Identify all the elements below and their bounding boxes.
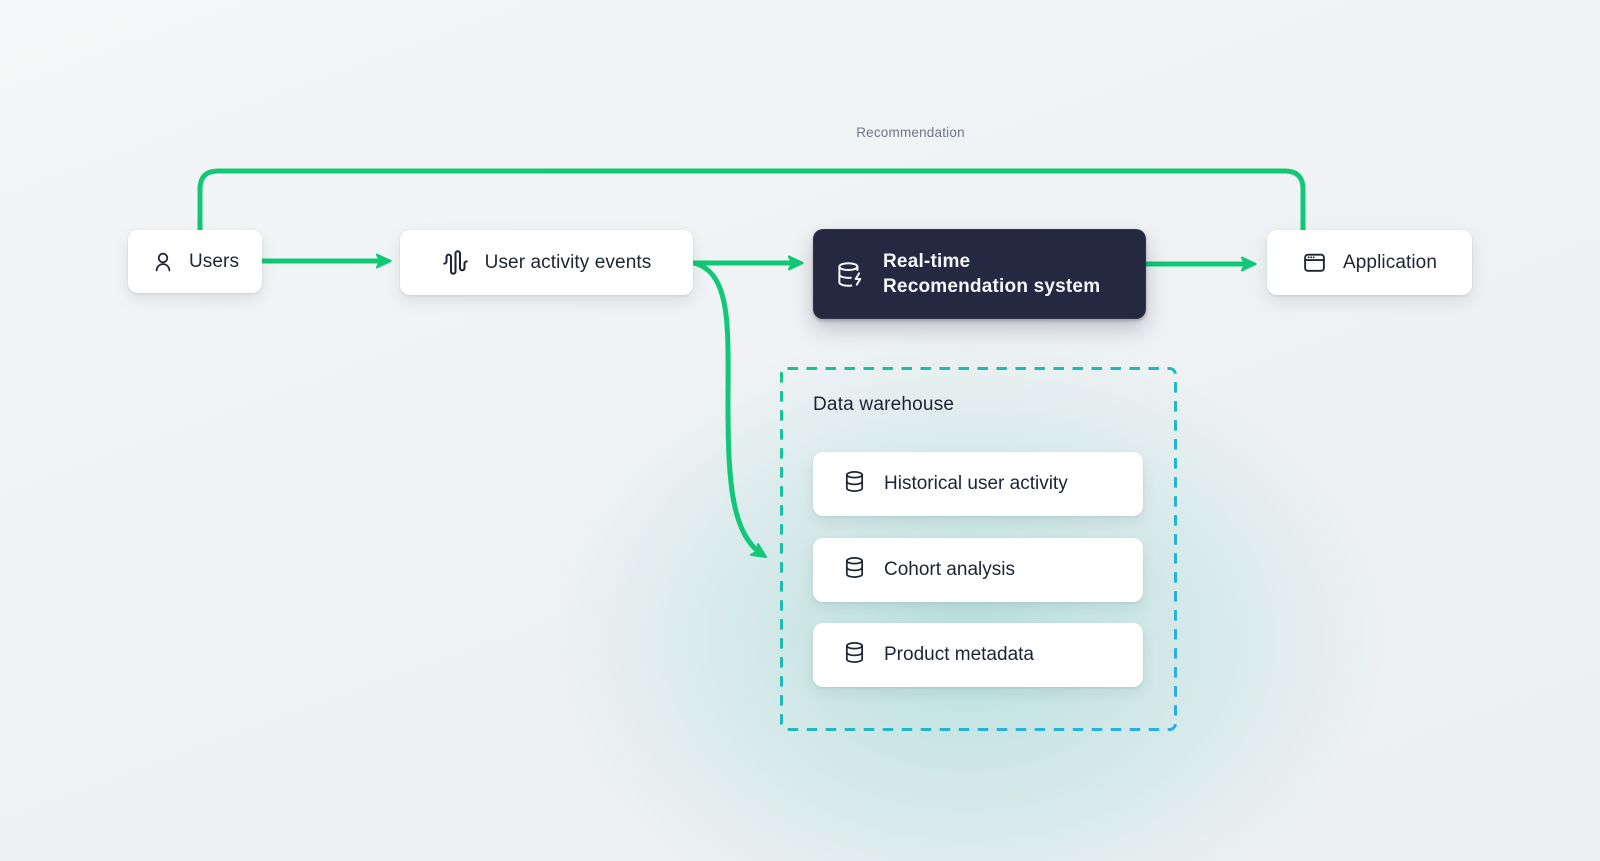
node-product-metadata: Product metadata [813, 623, 1143, 687]
node-cohort-analysis-label: Cohort analysis [884, 559, 1015, 580]
database-icon [843, 641, 866, 670]
node-users-label: Users [188, 250, 240, 272]
node-cohort-analysis: Cohort analysis [813, 538, 1143, 602]
node-realtime-recommendation-system: Real-time Recomendation system [813, 229, 1146, 319]
node-user-activity-events: User activity events [400, 230, 693, 295]
recommendation-loop-label: Recommendation [856, 125, 965, 140]
recommendation-loop-connector [197, 168, 1306, 234]
data-warehouse-group: Data warehouse Historical user activity … [780, 367, 1177, 731]
node-product-metadata-label: Product metadata [884, 644, 1034, 665]
node-user-activity-events-label: User activity events [484, 251, 652, 273]
node-application: Application [1267, 230, 1472, 295]
database-zap-icon [836, 261, 863, 288]
data-warehouse-title: Data warehouse [813, 394, 955, 415]
database-icon [843, 556, 866, 585]
waveform-icon [442, 249, 469, 276]
node-users: Users [128, 230, 262, 293]
node-historical-user-activity-label: Historical user activity [884, 473, 1068, 494]
node-historical-user-activity: Historical user activity [813, 452, 1143, 516]
node-realtime-label-line1: Real-time [883, 251, 971, 272]
events-to-warehouse-curve [691, 260, 768, 559]
user-icon [151, 250, 175, 274]
app-window-icon [1302, 250, 1327, 275]
node-application-label: Application [1342, 251, 1438, 273]
database-icon [843, 470, 866, 499]
node-realtime-label-line2: Recomendation system [883, 276, 1101, 297]
